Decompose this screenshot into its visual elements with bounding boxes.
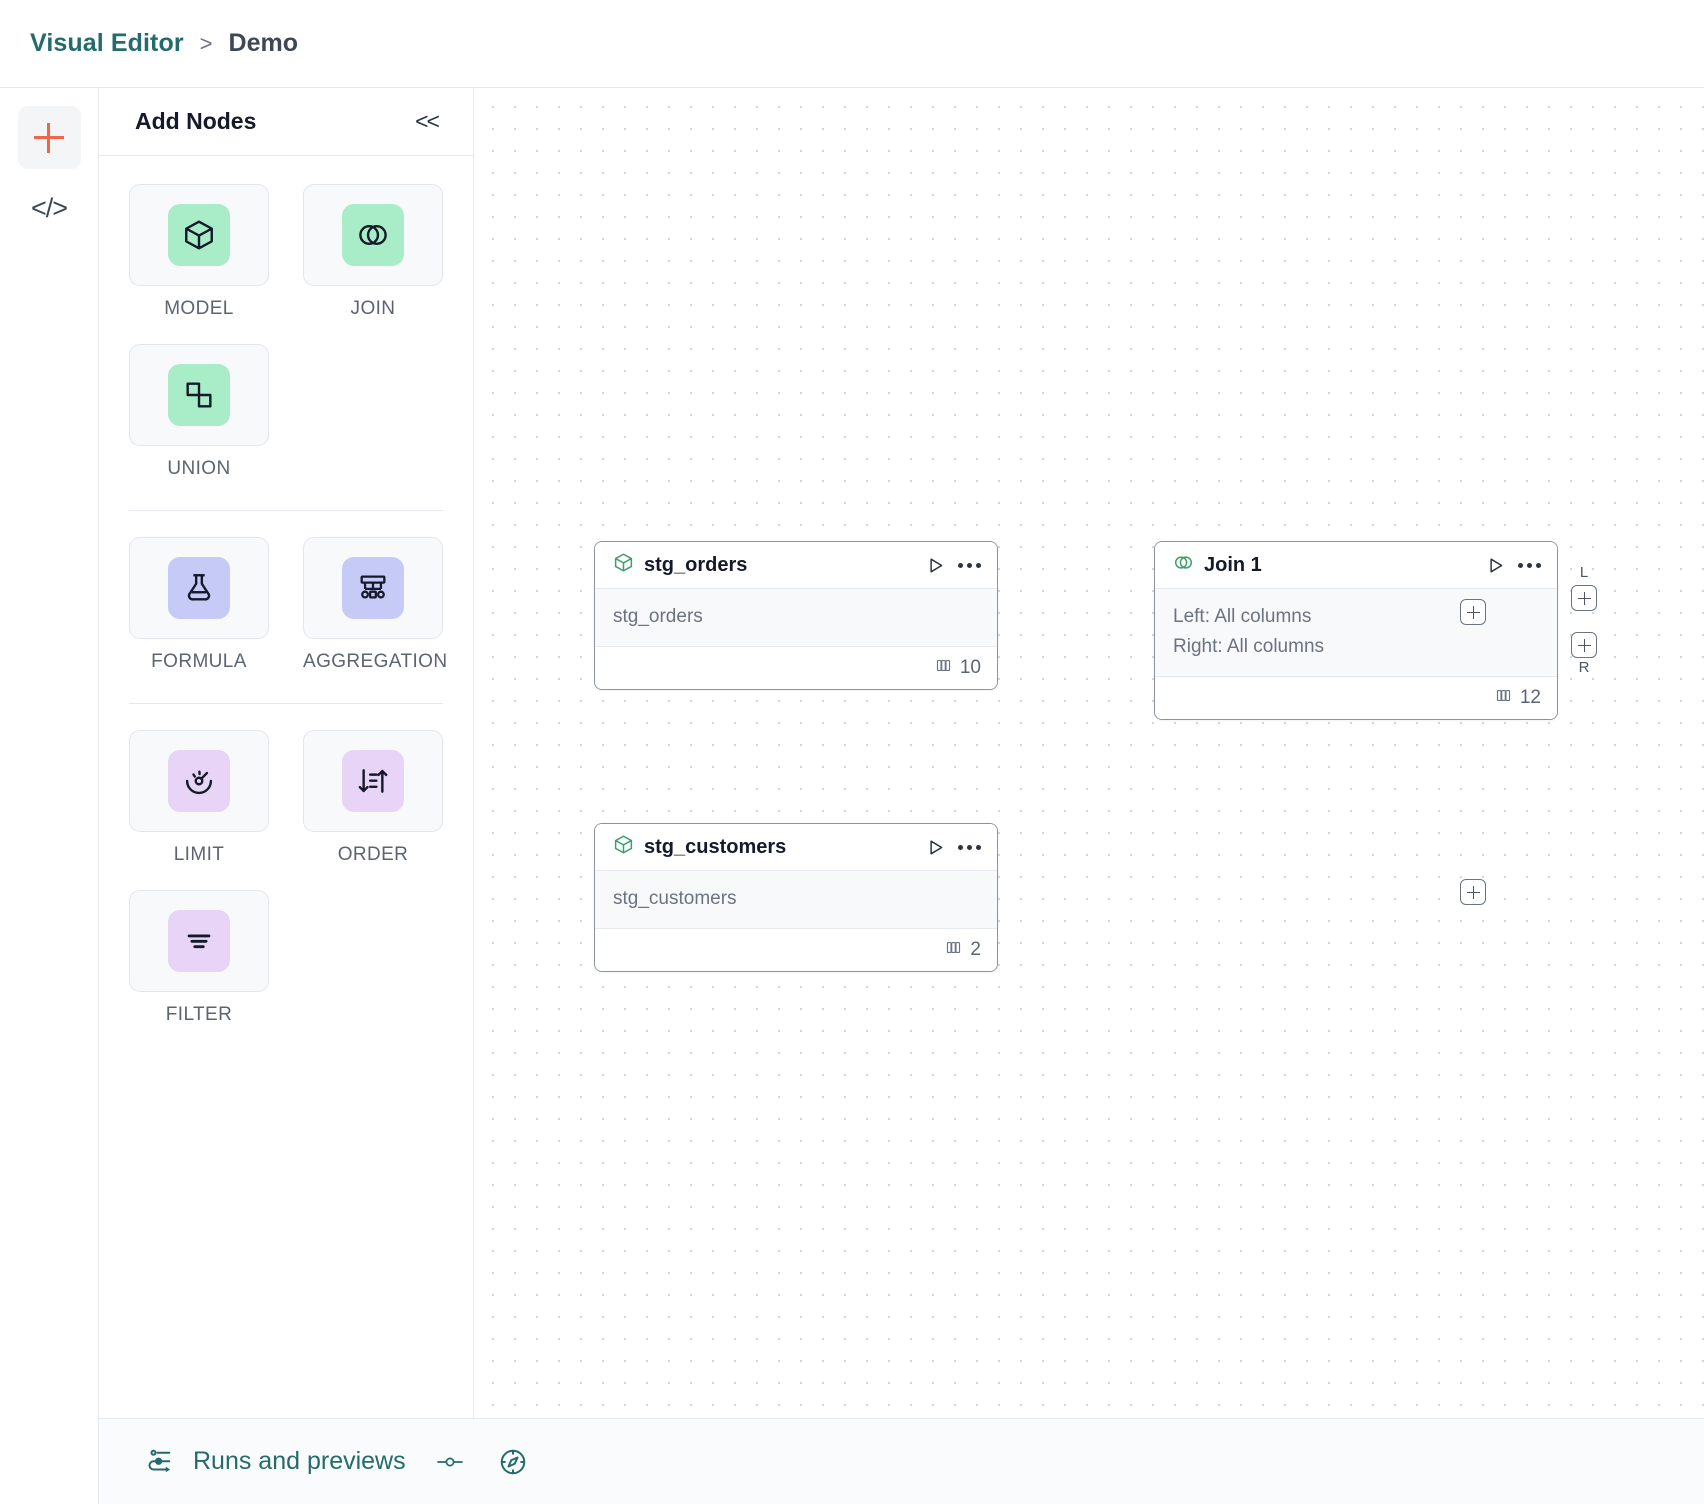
join-left-input-handle[interactable] [1571,585,1597,611]
cube-icon [613,552,634,578]
palette-item-model[interactable]: MODEL [129,184,269,320]
palette-label-filter: FILTER [165,1004,233,1025]
gauge-icon [168,750,230,812]
left-icon-rail: </> [0,88,99,1504]
join-right-input-handle[interactable] [1571,632,1597,658]
node-header[interactable]: stg_orders [595,542,997,589]
cube-icon [613,834,634,860]
palette-tile-join[interactable] [303,184,443,286]
palette-item-join[interactable]: JOIN [303,184,443,320]
palette-divider-1 [129,510,443,511]
node-footer: 2 [595,929,997,971]
play-icon[interactable] [925,555,946,576]
ellipsis-icon[interactable] [956,559,983,572]
bottom-toolbar: Runs and previews [99,1418,1704,1504]
palette-item-formula[interactable]: FORMULA [129,537,269,673]
node-header[interactable]: stg_customers [595,824,997,871]
play-icon[interactable] [1485,555,1506,576]
breadcrumb-separator: > [199,30,213,56]
ellipsis-icon[interactable] [956,841,983,854]
node-group-transforms: FORMULA [129,537,448,673]
collapse-panel-icon[interactable]: << [415,108,440,134]
cube-icon [168,204,230,266]
palette-item-order[interactable]: ORDER [303,730,443,866]
panel-title: Add Nodes [135,108,257,134]
breadcrumb-current-page: Demo [228,29,298,57]
union-shapes-icon [168,364,230,426]
node-footer: 12 [1155,677,1557,719]
node-title: Join 1 [1204,553,1262,576]
canvas-node-stg-orders[interactable]: stg_orders stg_orders 10 [594,541,998,690]
breadcrumb-root-link[interactable]: Visual Editor [30,29,184,57]
flow-canvas[interactable]: stg_orders stg_orders 10 [474,88,1704,1504]
column-count: 12 [1519,687,1541,708]
palette-item-union[interactable]: UNION [129,344,269,480]
palette-tile-order[interactable] [303,730,443,832]
runs-and-previews-label: Runs and previews [193,1447,406,1475]
palette-tile-union[interactable] [129,344,269,446]
palette-item-limit[interactable]: LIMIT [129,730,269,866]
palette-tile-filter[interactable] [129,890,269,992]
flask-icon [168,557,230,619]
column-count: 2 [970,939,981,960]
plus-icon [34,122,64,153]
node-footer: 10 [595,647,997,689]
play-icon[interactable] [925,837,946,858]
slider-toggle-icon[interactable] [436,1451,468,1473]
palette-tile-aggregation[interactable] [303,537,443,639]
add-node-rail-button[interactable] [17,106,81,169]
palette-label-aggregation: AGGREGATION [303,651,448,672]
node-header[interactable]: Join 1 [1155,542,1557,589]
palette-tile-model[interactable] [129,184,269,286]
compass-icon[interactable] [498,1447,528,1477]
palette-label-union: UNION [167,458,231,479]
node-palette: MODEL JOIN [99,156,473,1504]
node-body: stg_orders [595,589,997,647]
node-group-refiners: LIMIT ORDER [129,730,443,1026]
palette-label-model: MODEL [164,298,234,319]
palette-tile-limit[interactable] [129,730,269,832]
column-count: 10 [959,657,981,678]
code-view-rail-button[interactable]: </> [18,177,81,240]
palette-divider-2 [129,703,443,704]
columns-icon [1495,687,1512,709]
palette-label-join: JOIN [350,298,396,319]
node-title: stg_orders [644,553,748,576]
canvas-dot-grid[interactable] [474,88,1704,1504]
palette-tile-formula[interactable] [129,537,269,639]
palette-label-formula: FORMULA [151,651,247,672]
node-body-line-right: Right: All columns [1173,636,1325,657]
canvas-node-join-1[interactable]: Join 1 Left: All columns Right: All colu… [1154,541,1558,720]
canvas-node-stg-customers[interactable]: stg_customers stg_customers 2 [594,823,998,972]
node-group-sources: MODEL JOIN [129,184,443,480]
columns-icon [945,939,962,961]
node-body: stg_customers [595,871,997,929]
filter-lines-icon [168,910,230,972]
node-body: Left: All columns Right: All columns [1155,589,1557,677]
node-body-line: stg_orders [613,606,703,627]
code-icon: </> [30,193,68,223]
palette-label-limit: LIMIT [173,844,225,865]
aggregation-tree-icon [342,557,404,619]
venn-circles-icon [342,204,404,266]
sort-arrows-icon [342,750,404,812]
runs-flow-icon [147,1447,177,1477]
join-right-handle-label: R [1578,659,1590,676]
runs-and-previews-button[interactable]: Runs and previews [147,1447,406,1477]
venn-circles-icon [1173,552,1194,578]
palette-item-filter[interactable]: FILTER [129,890,269,1026]
node-body-line: stg_customers [613,888,737,909]
ellipsis-icon[interactable] [1516,559,1543,572]
palette-item-aggregation[interactable]: AGGREGATION [303,537,448,673]
breadcrumb-bar: Visual Editor > Demo [0,0,1704,88]
add-nodes-panel-header: Add Nodes << [99,88,473,156]
node-title: stg_customers [644,835,787,858]
palette-label-order: ORDER [337,844,409,865]
join-left-handle-label: L [1579,564,1589,581]
stg-customers-output-handle[interactable] [1460,879,1486,905]
add-nodes-panel: Add Nodes << MODEL [99,88,474,1504]
columns-icon [935,657,952,679]
node-body-line-left: Left: All columns [1173,606,1312,627]
stg-orders-output-handle[interactable] [1460,599,1486,625]
